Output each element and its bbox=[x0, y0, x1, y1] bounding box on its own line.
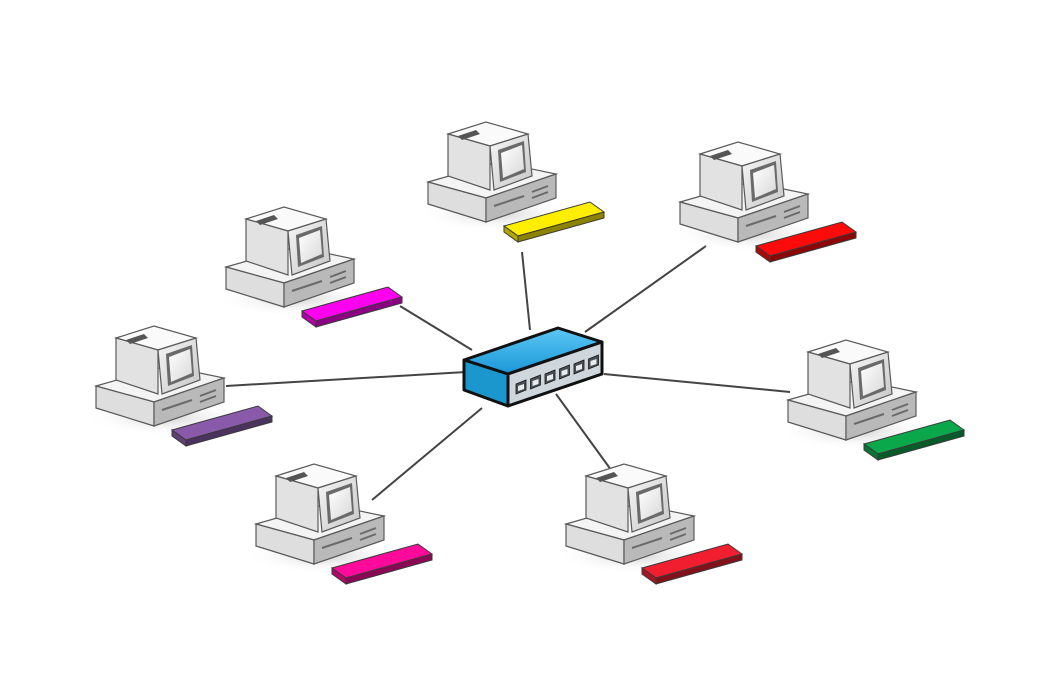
switch-port bbox=[544, 369, 556, 385]
switch-port bbox=[530, 374, 541, 390]
keyboard-lower-left bbox=[330, 543, 434, 585]
network-switch bbox=[462, 326, 604, 408]
computer-right bbox=[778, 339, 966, 461]
network-cables bbox=[225, 245, 791, 501]
computers bbox=[86, 121, 966, 585]
screen bbox=[169, 349, 192, 382]
switch-port bbox=[559, 364, 570, 380]
screen bbox=[639, 487, 662, 520]
computer-monitor bbox=[697, 141, 785, 211]
cable-top-right bbox=[584, 245, 707, 333]
keyboard-top-center bbox=[502, 201, 606, 243]
screen bbox=[753, 165, 776, 198]
cable-lower-right bbox=[555, 393, 615, 475]
computer-top-center bbox=[418, 121, 606, 243]
computer-monitor bbox=[805, 339, 893, 409]
screen bbox=[861, 363, 884, 396]
keyboard-left bbox=[170, 405, 274, 447]
cable-right bbox=[603, 373, 791, 393]
cable-upper-left bbox=[399, 305, 473, 351]
computer-top-right bbox=[670, 141, 858, 263]
keyboard-upper-left bbox=[300, 286, 404, 328]
computer-monitor bbox=[243, 206, 331, 276]
switch-body bbox=[462, 326, 604, 408]
screen bbox=[501, 145, 524, 178]
computer-monitor bbox=[273, 463, 361, 533]
cable-left bbox=[225, 371, 467, 387]
computer-left bbox=[86, 325, 274, 447]
switch-port bbox=[588, 354, 599, 370]
keyboard-right bbox=[862, 419, 966, 461]
computer-upper-left bbox=[216, 206, 404, 328]
computer-lower-left bbox=[246, 463, 434, 585]
keyboard-top-right bbox=[754, 221, 858, 263]
computer-lower-right bbox=[556, 463, 744, 585]
screen bbox=[299, 230, 322, 263]
switch-port bbox=[515, 379, 527, 395]
computer-monitor bbox=[445, 121, 533, 191]
cable-lower-left bbox=[371, 407, 483, 501]
computer-monitor bbox=[583, 463, 671, 533]
switch-port bbox=[573, 359, 585, 375]
screen bbox=[329, 487, 352, 520]
computer-monitor bbox=[113, 325, 201, 395]
cable-top-center bbox=[521, 251, 531, 331]
keyboard-lower-right bbox=[640, 543, 744, 585]
